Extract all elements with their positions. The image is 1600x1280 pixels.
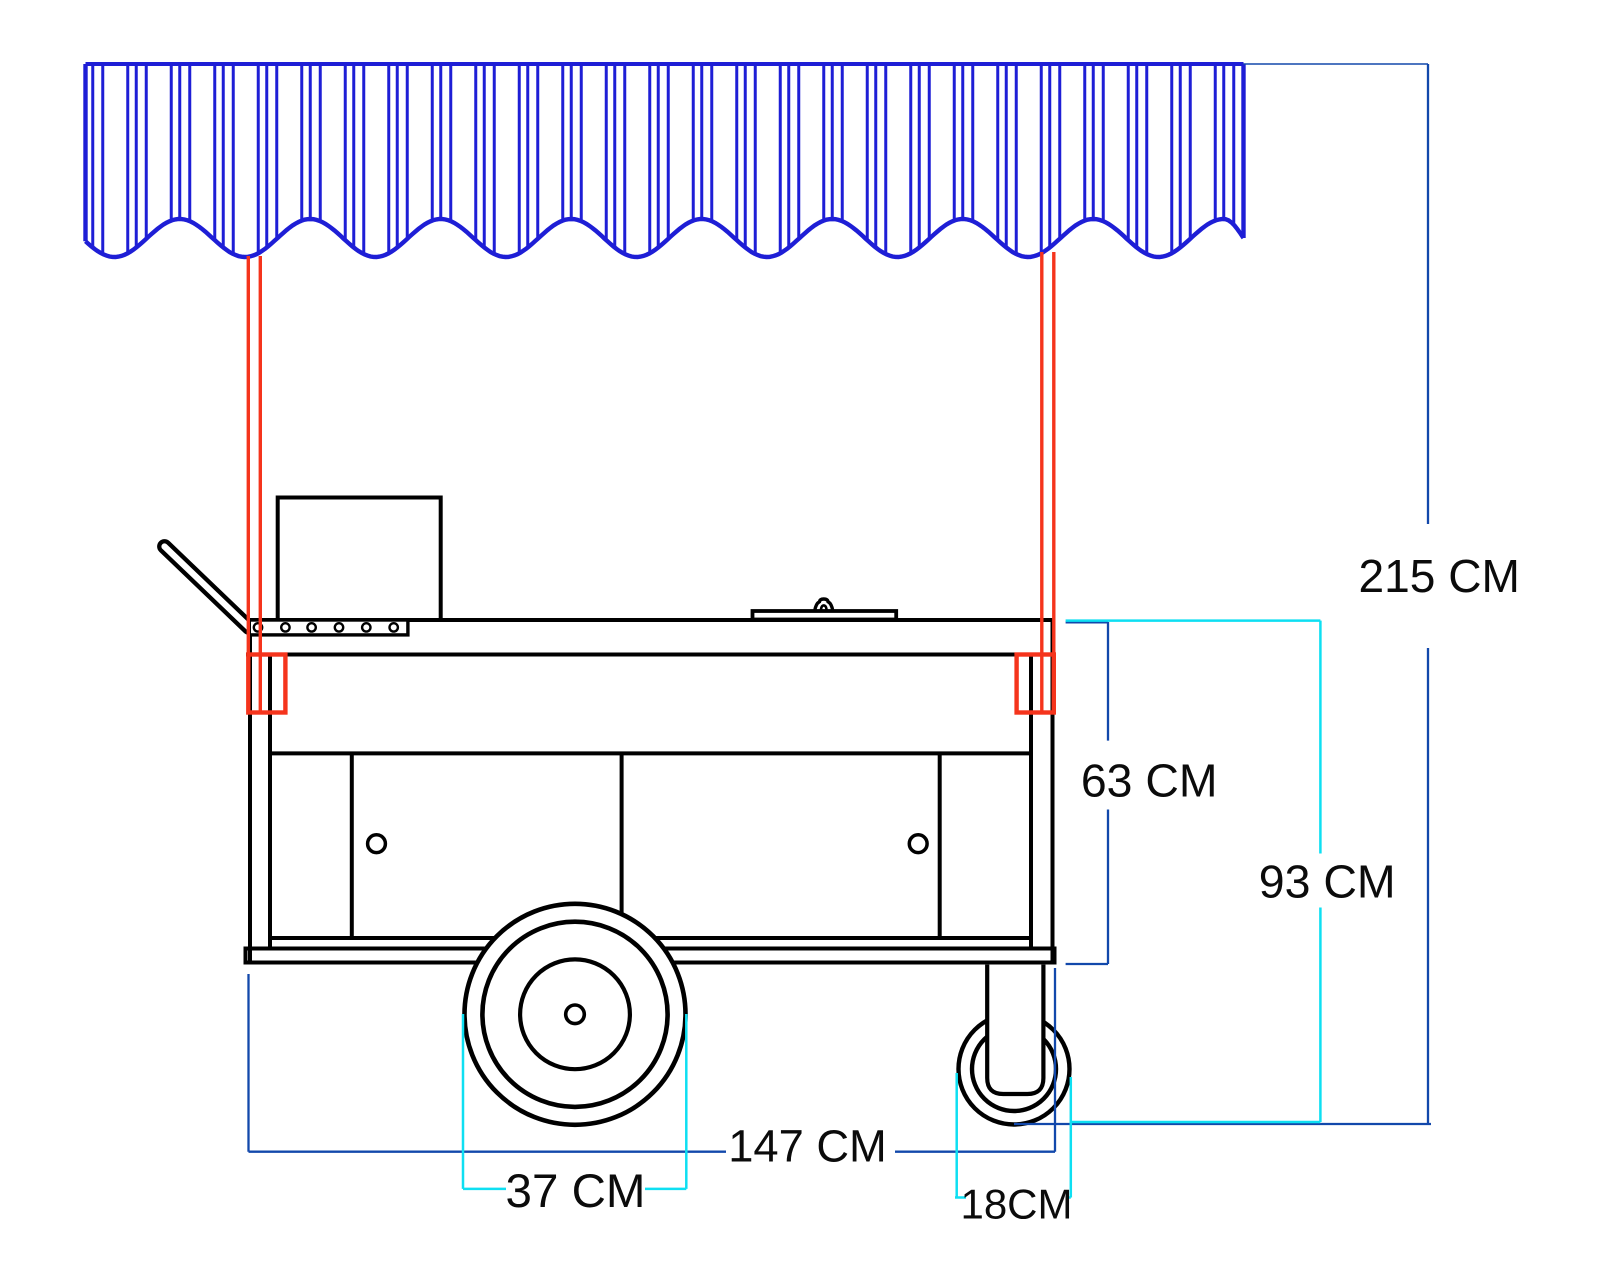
svg-text:147 CM: 147 CM: [728, 1120, 887, 1171]
svg-text:18CM: 18CM: [960, 1181, 1072, 1228]
svg-text:215 CM: 215 CM: [1358, 550, 1519, 602]
svg-text:63 CM: 63 CM: [1081, 754, 1218, 806]
svg-text:93 CM: 93 CM: [1259, 855, 1396, 907]
svg-text:37 CM: 37 CM: [506, 1165, 646, 1218]
